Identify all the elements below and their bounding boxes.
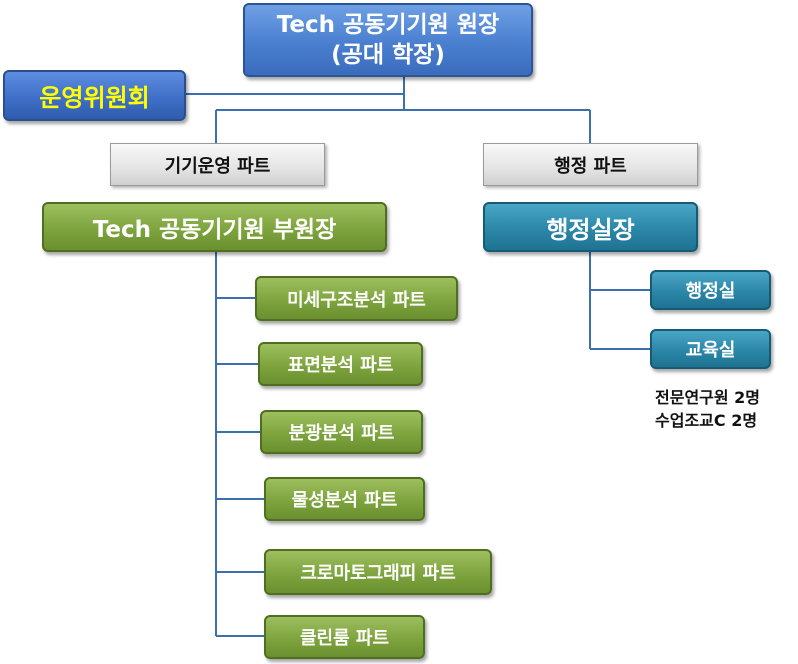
vice-director-label: Tech 공동기기원 부원장 bbox=[92, 217, 337, 243]
equipment-part-name: 물성분석 파트 bbox=[291, 490, 398, 511]
equipment-part-box: 미세구조분석 파트 bbox=[255, 276, 458, 321]
admin-unit-box: 교육실 bbox=[650, 329, 771, 369]
equipment-part-box: 클린룸 파트 bbox=[264, 615, 425, 659]
admin-unit-name: 교육실 bbox=[685, 340, 736, 361]
staff-note: 전문연구원 2명 bbox=[655, 388, 761, 407]
admin-part-label: 행정 파트 bbox=[554, 155, 627, 177]
equipment-part-name: 클린룸 파트 bbox=[299, 628, 390, 649]
equipment-part-box: 표면분석 파트 bbox=[258, 342, 423, 386]
director-subtitle: (공대 학장) bbox=[331, 42, 445, 68]
equipment-part-name: 크로마토그래피 파트 bbox=[300, 563, 456, 584]
equipment-part-name: 분광분석 파트 bbox=[288, 423, 395, 444]
equipment-part-label: 기기운영 파트 bbox=[164, 155, 271, 177]
equipment-part-box: 분광분석 파트 bbox=[260, 410, 423, 454]
director-box: Tech 공동기기원 원장 (공대 학장) bbox=[243, 3, 533, 77]
equipment-part-name: 표면분석 파트 bbox=[287, 355, 394, 376]
admin-unit-box: 행정실 bbox=[650, 270, 771, 310]
admin-chief-label: 행정실장 bbox=[546, 215, 635, 244]
vice-director-box: Tech 공동기기원 부원장 bbox=[42, 202, 387, 252]
steering-committee-box: 운영위원회 bbox=[3, 70, 186, 121]
steering-committee-label: 운영위원회 bbox=[39, 84, 150, 112]
admin-chief-box: 행정실장 bbox=[483, 202, 698, 252]
admin-part-header: 행정 파트 bbox=[483, 143, 698, 186]
equipment-part-name: 미세구조분석 파트 bbox=[287, 289, 426, 311]
staff-note: 수업조교C 2명 bbox=[655, 411, 758, 430]
admin-unit-name: 행정실 bbox=[685, 281, 736, 302]
director-title: Tech 공동기기원 원장 bbox=[276, 12, 500, 38]
equipment-part-header: 기기운영 파트 bbox=[110, 143, 325, 186]
equipment-part-box: 크로마토그래피 파트 bbox=[264, 549, 492, 595]
equipment-part-box: 물성분석 파트 bbox=[264, 477, 425, 521]
